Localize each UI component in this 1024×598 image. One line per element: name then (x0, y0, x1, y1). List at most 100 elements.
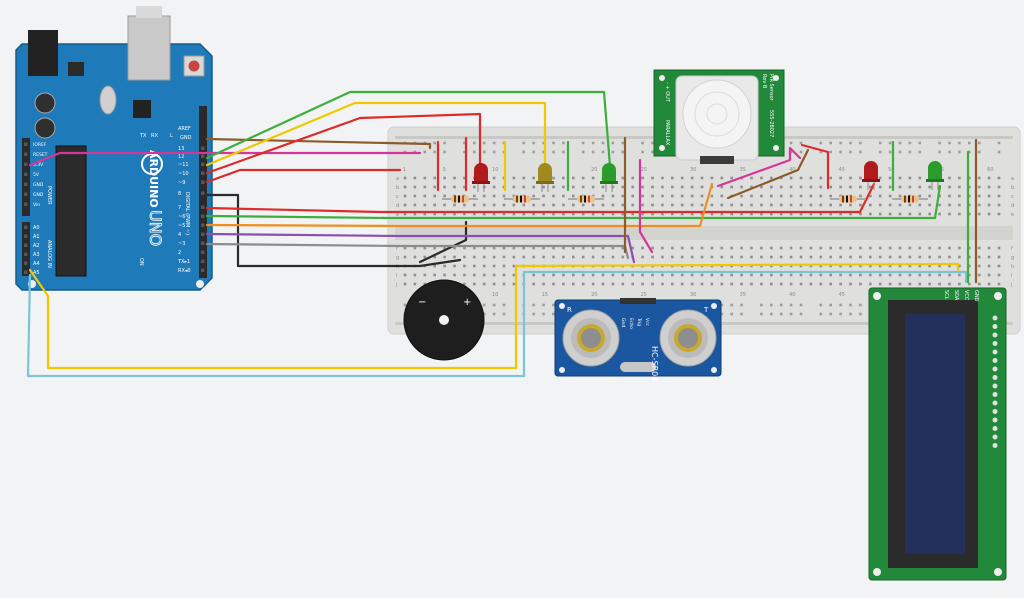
resistor[interactable] (568, 195, 604, 203)
row-letter: j (1010, 282, 1012, 288)
wire-black-d8[interactable] (205, 193, 462, 268)
transducer-right (659, 309, 717, 367)
led-green[interactable] (600, 163, 618, 192)
ultrasonic-pin-vcc: Vcc (644, 318, 650, 327)
pin-socket (201, 268, 205, 272)
lcd-pin-vcc: VCC (963, 290, 969, 301)
wire-black-buzzer[interactable] (418, 220, 468, 264)
wire-brown-gnd[interactable] (205, 137, 432, 150)
wire-green-d6[interactable] (205, 184, 942, 220)
pin-socket (24, 225, 28, 229)
digital-pin-label: ~11 (178, 162, 189, 168)
wire-cyan-a5[interactable] (26, 270, 968, 378)
wire-magenta-ultrasonic-vcc[interactable] (638, 158, 654, 254)
column-number-top: 50 (888, 167, 894, 173)
resistor[interactable] (830, 195, 866, 203)
row-letter: g (396, 255, 399, 261)
row-letter: j (395, 282, 397, 288)
digital-header-label: DIGITAL (PWM ~) (184, 192, 190, 235)
resistor[interactable] (892, 195, 928, 203)
wire-orange-d5[interactable] (205, 182, 714, 228)
lcd-pin-hole (992, 315, 998, 321)
led-green-2[interactable] (926, 161, 944, 190)
wires (26, 90, 978, 378)
pin-socket (24, 252, 28, 256)
wire-gray-d3[interactable] (205, 242, 630, 260)
reset-button[interactable] (188, 60, 200, 72)
wire-red-rail[interactable] (800, 143, 830, 190)
column-number-top: 45 (839, 167, 845, 173)
pin-socket (201, 171, 205, 175)
pin-socket (24, 234, 28, 238)
dc-jack (28, 30, 58, 76)
on-led-label: ON (138, 258, 144, 266)
power-pin-label: Vin (33, 202, 40, 208)
ultrasonic-r-label: R (567, 306, 572, 314)
wire-yellow-a4[interactable] (28, 262, 960, 370)
pin-socket (24, 202, 28, 206)
lcd-pin-hole (992, 417, 998, 423)
ultrasonic-pin-echo: Echo (628, 318, 634, 329)
pir-sensor[interactable]: - + OUT PARALLAX PIR Sensor Rev B 555-28… (653, 69, 785, 164)
wire-green-d13[interactable] (205, 90, 612, 168)
pin-socket (201, 214, 205, 218)
lcd-i2c-display[interactable]: SCL SDA VCC GND (868, 287, 1007, 581)
analog-pin-label: A5 (33, 270, 40, 276)
pin-socket (24, 142, 28, 146)
wire-red-d9[interactable] (205, 168, 402, 184)
pin-socket (201, 154, 205, 158)
atmega-chip (55, 145, 87, 277)
row-letter: a (396, 176, 399, 182)
analog-pin-label: A1 (33, 234, 40, 240)
lcd-pin-hole (992, 349, 998, 355)
led-yellow[interactable] (536, 163, 554, 192)
ultrasonic-sensor-hc-sr04[interactable]: Gnd Echo Trig Vcc HC-SR04 R T (554, 298, 722, 381)
gnd-label: GND (180, 135, 192, 141)
pin-socket (24, 270, 28, 274)
arduino-uno-board[interactable]: TX RX L ARDUINO UNO ON DIGITAL (PWM ~) A… (15, 6, 213, 291)
wire-magenta-5v[interactable] (28, 151, 422, 167)
row-letter: f (396, 246, 398, 252)
wire-yellow-d12[interactable] (205, 101, 547, 168)
piezo-buzzer[interactable]: − + (403, 279, 485, 361)
resistor[interactable] (504, 195, 540, 203)
tx-label: TX (139, 133, 147, 139)
pin-socket (24, 152, 28, 156)
row-letter: e (1011, 212, 1014, 218)
wire-purple-d4[interactable] (205, 232, 636, 264)
lcd-pin-hole (992, 383, 998, 389)
digital-pin-label: ~5 (178, 223, 185, 229)
lcd-pin-hole (992, 324, 998, 329)
column-number-top: 5 (443, 167, 446, 173)
row-letter: c (396, 194, 399, 200)
row-letter: d (396, 203, 399, 209)
mount-hole (196, 280, 204, 288)
lcd-pin-sda: SDA (953, 290, 959, 301)
row-letter: i (396, 273, 397, 279)
lcd-pin-hole (992, 375, 998, 380)
pin-socket (24, 243, 28, 247)
wire-red-d7[interactable] (205, 182, 876, 214)
pin-socket (201, 250, 205, 254)
rx-label: RX (151, 133, 158, 139)
row-letter: h (1011, 264, 1014, 270)
wire-red-d11[interactable] (205, 112, 482, 175)
column-number-bottom: 25 (641, 292, 647, 298)
digital-pin-label: 7 (178, 205, 181, 211)
column-number-bottom: 45 (839, 292, 845, 298)
arduino-model: UNO (146, 210, 165, 246)
column-number-top: 40 (789, 167, 795, 173)
crystal-oscillator (620, 362, 656, 372)
column-number-bottom: 10 (492, 292, 498, 298)
wire-magenta-pir-vcc[interactable] (716, 146, 802, 188)
pin-socket (201, 223, 205, 227)
led-red-2[interactable] (862, 161, 880, 190)
pin-socket (24, 162, 28, 166)
column-number-top: 20 (591, 167, 597, 173)
crystal (99, 85, 117, 115)
led-red[interactable] (472, 163, 490, 192)
wire-brown-pir-out[interactable] (726, 148, 810, 200)
power-pin-label: 5V (33, 172, 40, 178)
resistor[interactable] (442, 195, 478, 203)
pin-socket (24, 192, 28, 196)
